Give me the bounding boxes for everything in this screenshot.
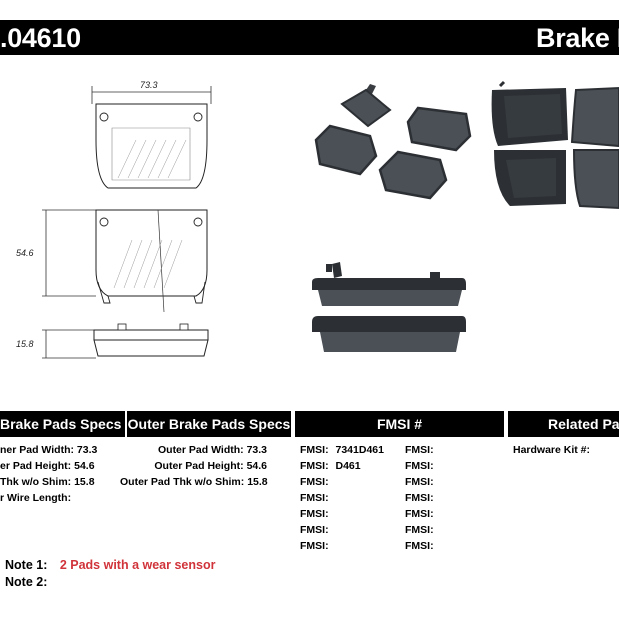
- fmsi-heading: FMSI #: [295, 411, 504, 437]
- fmsi-row-right: FMSI:: [405, 524, 434, 537]
- fmsi-label: FMSI:: [405, 508, 434, 520]
- note-label: Note 2:: [5, 575, 48, 589]
- header-bar: [0, 20, 619, 55]
- outer-spec-label: Outer Pad Width:: [157, 444, 244, 456]
- note-label: Note 1:: [5, 558, 48, 572]
- fmsi-label: FMSI:: [300, 492, 329, 504]
- outer-spec-value: 73.3: [246, 444, 267, 456]
- fmsi-row: FMSI:: [300, 540, 329, 553]
- outer-specs-heading: Outer Brake Pads Specs: [127, 411, 291, 437]
- inner-spec-value: 73.3: [76, 444, 98, 456]
- inner-spec-label: er Pad Height:: [0, 460, 72, 472]
- fmsi-value: D461: [335, 460, 361, 472]
- fmsi-label: FMSI:: [405, 492, 434, 504]
- fmsi-label: FMSI:: [405, 524, 434, 536]
- inner-spec-value: 15.8: [74, 476, 95, 488]
- note-1: Note 1: 2 Pads with a wear sensor: [5, 556, 215, 574]
- outer-spec-value: 54.6: [246, 460, 267, 472]
- fmsi-value: 7341D461: [335, 444, 384, 456]
- fmsi-row-right: FMSI:: [405, 492, 434, 505]
- fmsi-row: FMSI: 7341D461: [300, 444, 384, 457]
- fmsi-label: FMSI:: [405, 460, 434, 472]
- width-dimension: 73.3: [140, 80, 158, 90]
- inner-specs-heading-text: Brake Pads Specs: [0, 416, 122, 432]
- inner-specs-heading: Brake Pads Specs: [0, 411, 125, 437]
- fmsi-label: FMSI:: [300, 524, 329, 536]
- related-heading-text: Related Par: [548, 416, 619, 432]
- outer-spec-label: Outer Pad Thk w/o Shim:: [120, 476, 245, 488]
- outer-spec-row: Outer Pad Thk w/o Shim: 15.8: [120, 476, 268, 489]
- inner-spec-row: ner Pad Width: 73.3: [0, 444, 97, 457]
- fmsi-row: FMSI:: [300, 524, 329, 537]
- fmsi-heading-text: FMSI #: [376, 416, 423, 432]
- fmsi-row: FMSI:: [300, 492, 329, 505]
- outer-spec-label: Outer Pad Height:: [154, 460, 244, 472]
- thickness-dimension: 15.8: [16, 339, 34, 349]
- fmsi-label: FMSI:: [300, 508, 329, 520]
- fmsi-row: FMSI: D461: [300, 460, 361, 473]
- fmsi-label: FMSI:: [405, 444, 434, 456]
- part-number: .04610: [0, 23, 81, 53]
- fmsi-label: FMSI:: [300, 476, 329, 488]
- fmsi-label: FMSI:: [405, 476, 434, 488]
- fmsi-row-right: FMSI:: [405, 540, 434, 553]
- fmsi-row-right: FMSI:: [405, 508, 434, 521]
- outer-specs-heading-text: Outer Brake Pads Specs: [127, 416, 291, 432]
- fmsi-label: FMSI:: [300, 540, 329, 552]
- fmsi-label: FMSI:: [405, 540, 434, 552]
- hardware-kit-label: Hardware Kit #:: [513, 444, 591, 456]
- inner-spec-label: Thk w/o Shim:: [0, 476, 72, 488]
- related-heading: Related Par: [508, 411, 619, 437]
- note-2: Note 2:: [5, 573, 47, 591]
- inner-spec-label: ner Pad Width:: [0, 444, 74, 456]
- inner-spec-row: er Pad Height: 54.6: [0, 460, 95, 473]
- outer-spec-value: 15.8: [247, 476, 268, 488]
- fmsi-label: FMSI:: [300, 460, 329, 472]
- outer-spec-row: Outer Pad Width: 73.3: [127, 444, 267, 457]
- hardware-kit-row: Hardware Kit #:: [513, 444, 590, 457]
- fmsi-row-right: FMSI:: [405, 476, 434, 489]
- fmsi-row-right: FMSI:: [405, 460, 434, 473]
- fmsi-row-right: FMSI:: [405, 444, 434, 457]
- page-title: Brake F: [536, 23, 619, 53]
- inner-spec-row: r Wire Length:: [0, 492, 71, 505]
- height-dimension: 54.6: [16, 248, 34, 258]
- inner-spec-value: 54.6: [74, 460, 95, 472]
- outer-spec-row: Outer Pad Height: 54.6: [127, 460, 267, 473]
- fmsi-row: FMSI:: [300, 508, 329, 521]
- note-text: 2 Pads with a wear sensor: [59, 558, 216, 572]
- inner-spec-label: r Wire Length:: [0, 492, 72, 504]
- fmsi-row: FMSI:: [300, 476, 329, 489]
- fmsi-label: FMSI:: [300, 444, 329, 456]
- inner-spec-row: Thk w/o Shim: 15.8: [0, 476, 95, 489]
